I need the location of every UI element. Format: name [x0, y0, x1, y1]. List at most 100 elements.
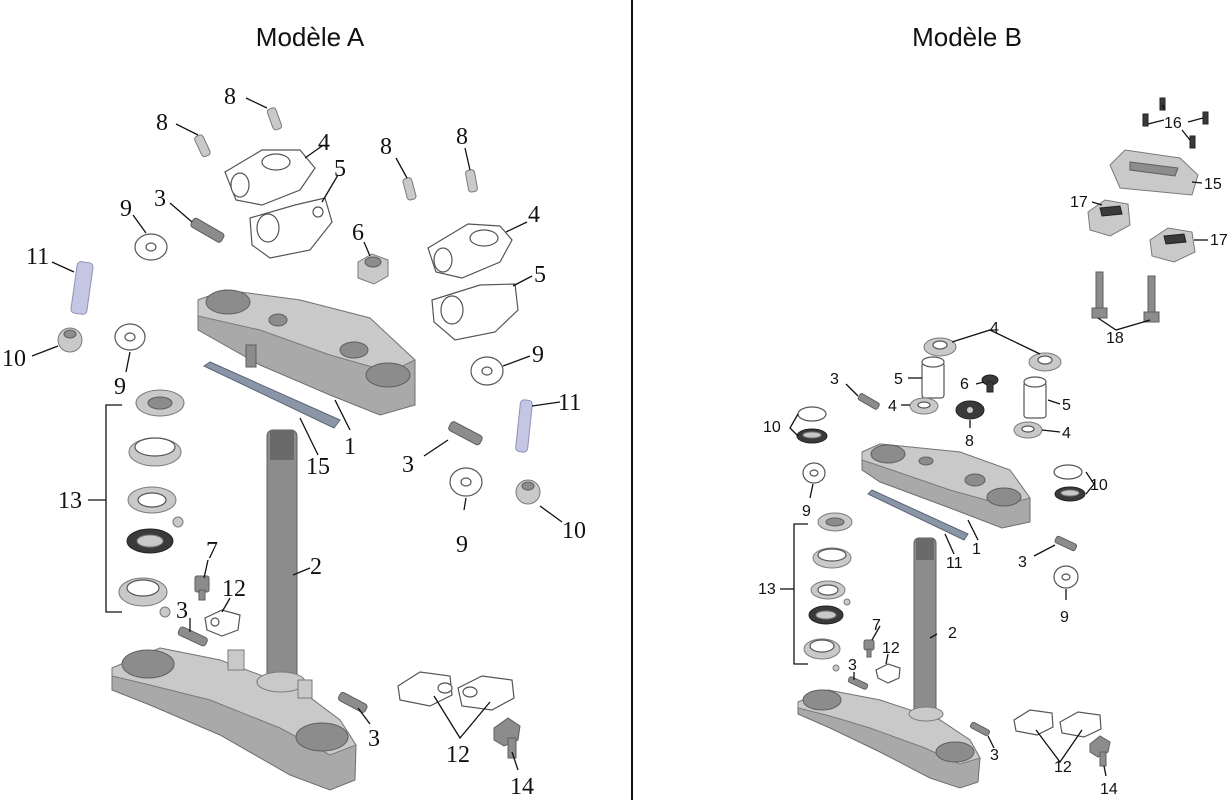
label-a-2: 2 — [310, 554, 322, 580]
label-b-10: 10 — [763, 419, 781, 436]
label-a-9: 9 — [456, 532, 468, 558]
washer-9-a3 — [470, 356, 504, 386]
bushing-4-b2 — [1028, 352, 1062, 372]
label-a-14: 14 — [510, 774, 534, 800]
label-a-3: 3 — [154, 186, 166, 212]
label-a-4: 4 — [528, 202, 540, 228]
bolt-14 — [493, 717, 521, 759]
clamp-17-left — [1087, 199, 1131, 237]
bushing-4-b1 — [923, 337, 957, 357]
bolt-6-b — [981, 374, 999, 393]
washer-9-a4 — [449, 467, 483, 497]
label-a-9: 9 — [114, 374, 126, 400]
label-a-11: 11 — [26, 244, 49, 270]
bolt-8-a1 — [194, 134, 211, 158]
bolt-14-b — [1089, 735, 1111, 767]
top-clamp-15 — [1109, 149, 1199, 196]
label-b-18: 18 — [1106, 330, 1124, 347]
leader-lines — [31, 97, 1208, 777]
bushing-4-b4 — [1013, 421, 1043, 439]
label-a-1: 1 — [344, 434, 356, 460]
label-b-5: 5 — [1062, 397, 1071, 414]
clamp-17-right — [1149, 227, 1196, 263]
clip-12-small — [204, 609, 241, 637]
model-b-parts — [796, 97, 1209, 789]
label-a-8: 8 — [224, 84, 236, 110]
screws-16 — [1142, 97, 1209, 149]
bolt-3-b2 — [1054, 535, 1078, 552]
bolt-7-b — [863, 639, 875, 658]
label-a-8: 8 — [380, 134, 392, 160]
washer-9-b1 — [802, 462, 826, 484]
washer-9-b2 — [1053, 565, 1079, 589]
label-a-3: 3 — [402, 452, 414, 478]
bolts-18 — [1091, 271, 1160, 323]
shaft-11-right — [515, 399, 533, 453]
label-b-9: 9 — [802, 503, 811, 520]
labels-model-a: 8 8 4 5 8 8 3 9 6 4 5 11 10 9 9 11 1 15 … — [2, 84, 586, 800]
label-b-12: 12 — [882, 640, 900, 657]
model-a-title: Modèle A — [256, 22, 365, 52]
label-b-17: 17 — [1210, 232, 1228, 249]
label-b-8: 8 — [965, 433, 974, 450]
label-b-11: 11 — [946, 555, 963, 572]
upper-triple-clamp-1 — [197, 289, 416, 416]
label-a-12: 12 — [446, 742, 470, 768]
label-b-3: 3 — [848, 657, 857, 674]
bolt-3-b4 — [969, 721, 991, 737]
tube-5-b2 — [1023, 376, 1047, 419]
washers-10-left — [796, 406, 828, 444]
lower-triple-clamp-b — [797, 689, 981, 789]
label-b-5: 5 — [894, 371, 903, 388]
clamp-lower-5-left — [249, 197, 333, 259]
label-a-6: 6 — [352, 220, 364, 246]
bearing-stack-13-b — [803, 512, 853, 672]
label-a-3: 3 — [368, 726, 380, 752]
bushing-4-b3 — [909, 397, 939, 415]
clamp-lower-5-right — [431, 283, 519, 341]
bolt-8-a3 — [402, 177, 417, 201]
label-b-4: 4 — [1062, 425, 1071, 442]
label-a-11: 11 — [558, 390, 581, 416]
washers-10-right — [1053, 464, 1086, 502]
label-a-15: 15 — [306, 454, 330, 480]
clip-12-b-small — [875, 663, 901, 684]
nut-10-left — [57, 327, 83, 353]
model-a-parts — [57, 107, 541, 791]
label-a-13: 13 — [58, 488, 82, 514]
cable-clips-12-b — [1013, 709, 1102, 738]
bolt-3-a3 — [177, 626, 208, 647]
plate-8-b — [955, 400, 985, 420]
nut-6 — [357, 253, 389, 285]
label-a-10: 10 — [562, 518, 586, 544]
label-a-4: 4 — [318, 130, 330, 156]
label-a-7: 7 — [206, 538, 218, 564]
label-a-8: 8 — [156, 110, 168, 136]
nut-10-right — [515, 479, 541, 505]
label-b-13: 13 — [758, 581, 776, 598]
bolt-3-a1 — [190, 217, 225, 243]
clamp-upper-4-right — [427, 223, 513, 279]
label-a-12: 12 — [222, 576, 246, 602]
bolt-8-a2 — [266, 107, 283, 131]
label-a-9: 9 — [532, 342, 544, 368]
lower-triple-clamp — [111, 647, 357, 791]
label-b-7: 7 — [872, 617, 881, 634]
label-a-8: 8 — [456, 124, 468, 150]
shaft-11-left — [70, 261, 94, 315]
label-b-10: 10 — [1090, 477, 1108, 494]
label-b-1: 1 — [972, 541, 981, 558]
label-a-5: 5 — [534, 262, 546, 288]
label-b-14: 14 — [1100, 781, 1118, 798]
label-b-4: 4 — [990, 320, 999, 337]
plate-15 — [202, 361, 341, 429]
label-b-16: 16 — [1164, 115, 1182, 132]
label-a-3: 3 — [176, 598, 188, 624]
label-b-3: 3 — [990, 747, 999, 764]
label-a-10: 10 — [2, 346, 26, 372]
label-b-9: 9 — [1060, 609, 1069, 626]
bolt-3-a2 — [448, 421, 483, 446]
bolt-8-a4 — [465, 169, 478, 193]
upper-triple-clamp-1-b — [861, 443, 1031, 529]
washer-9-a1 — [134, 233, 168, 261]
